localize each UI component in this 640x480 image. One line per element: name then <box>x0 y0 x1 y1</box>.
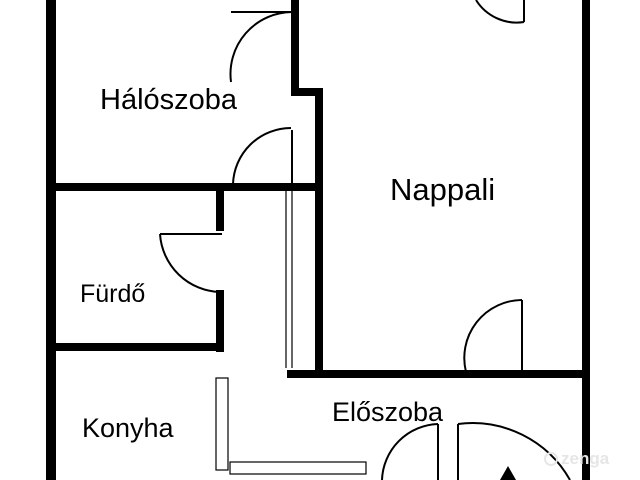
wall-living-south <box>287 370 590 378</box>
door-hall-right <box>457 422 571 480</box>
wall-bedroom-south <box>46 183 322 191</box>
room-label-living-room: Nappali <box>390 172 496 207</box>
wall-bathroom-east <box>216 183 224 231</box>
wall-bathroom-south <box>46 343 224 351</box>
outer-wall-right <box>582 0 590 480</box>
watermark: zenga <box>544 449 609 469</box>
kitchen-counter <box>229 461 367 475</box>
door-bedroom-bottom <box>232 127 293 185</box>
door-bathroom <box>159 233 222 293</box>
room-label-hall: Előszoba <box>332 397 444 427</box>
entrance-arrow <box>500 466 516 480</box>
wall-bathroom-east-lower <box>216 290 224 352</box>
door-hall-left <box>381 423 439 480</box>
wall-living-west <box>315 88 323 372</box>
door-living-bottom <box>463 299 523 373</box>
wall-jog <box>291 88 323 96</box>
outer-wall-left <box>46 0 56 480</box>
room-label-bathroom: Fürdő <box>80 280 146 308</box>
door-living-top <box>475 0 525 24</box>
wall-bedroom-east <box>291 0 299 94</box>
watermark-text: zenga <box>561 449 610 468</box>
kitchen-partition <box>215 377 229 471</box>
door-bedroom-top <box>229 11 293 83</box>
watermark-logo-icon <box>544 452 558 466</box>
room-label-kitchen: Konyha <box>82 413 174 443</box>
room-label-bedroom: Hálószoba <box>100 84 238 116</box>
